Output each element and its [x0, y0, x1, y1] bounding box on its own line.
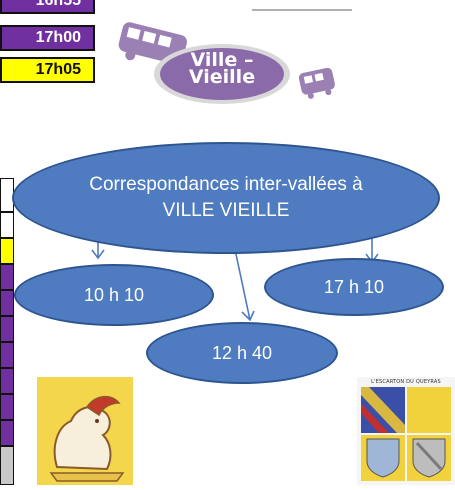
connection-time: 12 h 40 [211, 342, 273, 363]
connection-time: 17 h 10 [323, 276, 385, 297]
bus-sign: Ville – Vieille [118, 8, 338, 113]
timetable-time: 17h00 [35, 29, 81, 46]
connections-ellipse: Correspondances inter-vallées à VILLE VI… [12, 142, 440, 254]
connection-time-ellipse: 12 h 40 [146, 322, 338, 384]
coat-of-arms-icon [361, 387, 451, 481]
timetable-row: 17h00 [0, 25, 95, 51]
timetable-edge [0, 178, 14, 485]
connection-time: 10 h 10 [83, 284, 145, 305]
connection-time-ellipse: 10 h 10 [14, 264, 214, 326]
divider [252, 9, 352, 11]
escarton-emblem-text: L'ESCARTON DU QUEYRAS [371, 379, 441, 385]
bus-sign-line2: Vieille [188, 66, 256, 88]
escarton-emblem: L'ESCARTON DU QUEYRAS [357, 377, 455, 485]
lion-emblem [37, 377, 133, 485]
timetable-time: 16h55 [35, 0, 81, 9]
lion-icon [37, 377, 133, 485]
timetable-row: 17h05 [0, 57, 95, 83]
bus-sign-line1: Ville – [190, 49, 254, 71]
timetable-row: 16h55 [0, 0, 95, 14]
bus-icon [118, 22, 335, 104]
connections-title: Correspondances inter-vallées à VILLE VI… [89, 174, 363, 221]
connection-time-ellipse: 17 h 10 [264, 258, 444, 316]
timetable-time: 17h05 [35, 61, 81, 78]
